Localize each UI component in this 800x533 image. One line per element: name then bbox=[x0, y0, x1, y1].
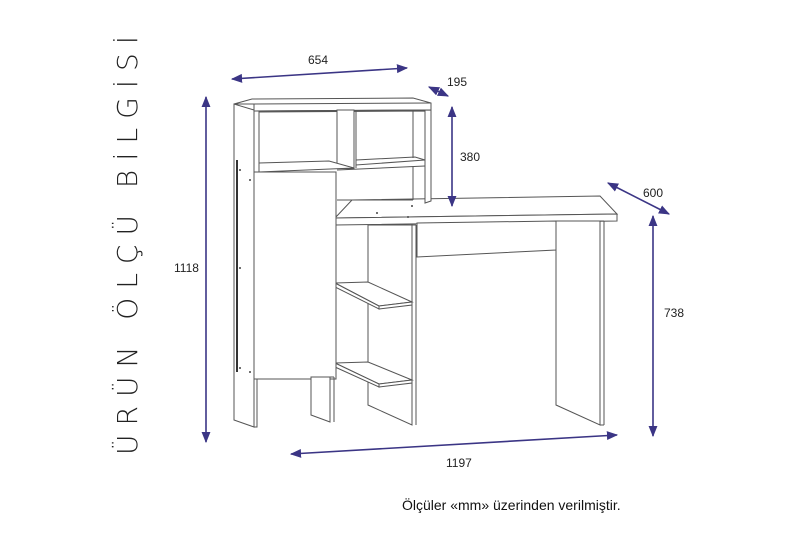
dim-label-total-height: 1118 bbox=[174, 261, 199, 275]
dim-label-desk-depth: 600 bbox=[643, 186, 664, 200]
dim-label-top-width: 654 bbox=[308, 53, 329, 67]
units-note: Ölçüler «mm» üzerinden verilmiştir. bbox=[402, 497, 621, 513]
desk-right-leg bbox=[555, 220, 605, 426]
dim-arrow-1197 bbox=[289, 431, 619, 458]
dim-label-top-depth: 195 bbox=[447, 75, 468, 89]
dim-label-total-width: 1197 bbox=[446, 456, 472, 470]
dim-arrow-195 bbox=[427, 86, 450, 97]
cabinet-door bbox=[249, 171, 337, 380]
dim-arrow-654 bbox=[230, 64, 409, 83]
dim-label-desk-height: 738 bbox=[664, 306, 685, 320]
cabinet-side-panel bbox=[233, 103, 255, 428]
dim-arrow-600 bbox=[607, 182, 670, 215]
side-shelf-unit bbox=[333, 224, 417, 426]
modesty-panel bbox=[411, 220, 557, 262]
cabinet-legs bbox=[253, 376, 335, 428]
dim-label-shelf-height: 380 bbox=[460, 150, 481, 164]
